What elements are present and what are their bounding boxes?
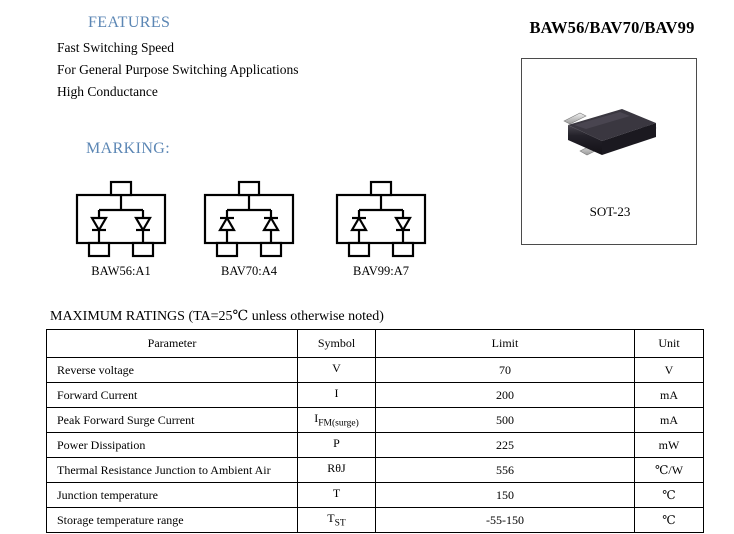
- features-list: Fast Switching Speed For General Purpose…: [57, 37, 457, 103]
- cell-unit: V: [634, 357, 704, 383]
- diode-schematic-icon: [203, 180, 295, 258]
- part-number-title: BAW56/BAV70/BAV99: [529, 18, 695, 37]
- marking-diagram-bav70: BAV70:A4: [185, 178, 313, 283]
- table-row: Junction temperature T 150 ℃: [46, 482, 704, 508]
- cell-limit: 225: [375, 432, 635, 458]
- cell-symbol: V: [297, 357, 376, 383]
- table-row: Forward Current I 200 mA: [46, 382, 704, 408]
- features-heading: FEATURES: [88, 14, 171, 31]
- cell-symbol: P: [297, 432, 376, 458]
- cell-parameter: Peak Forward Surge Current: [46, 407, 298, 433]
- table-row: Peak Forward Surge Current IFM(surge) 50…: [46, 407, 704, 433]
- marking-diagram-bav99: BAV99:A7: [317, 178, 445, 283]
- cell-symbol: TST: [297, 507, 376, 533]
- symbol-base: I: [334, 386, 339, 401]
- table-row: Reverse voltage V 70 V: [46, 357, 704, 383]
- diode-schematic-icon: [75, 180, 167, 258]
- marking-label: BAV70:A4: [220, 264, 278, 278]
- maximum-ratings-caption: MAXIMUM RATINGS (TA=25℃ unless otherwise…: [50, 309, 384, 324]
- maximum-ratings-table: Parameter Symbol Limit Unit Reverse volt…: [46, 329, 704, 533]
- cell-parameter: Power Dissipation: [46, 432, 298, 458]
- symbol-base: V: [332, 361, 341, 376]
- feature-item: High Conductance: [57, 84, 158, 99]
- cell-limit: 70: [375, 357, 635, 383]
- column-header-unit: Unit: [634, 329, 704, 358]
- marking-label: BAV99:A7: [352, 264, 410, 278]
- marking-diagram-baw56: BAW56:A1: [57, 178, 185, 283]
- package-illustration-box: SOT-23: [521, 58, 697, 245]
- cell-unit: ℃/W: [634, 457, 704, 483]
- table-header-row: Parameter Symbol Limit Unit: [46, 329, 704, 358]
- marking-diagram-row: BAW56:A1: [57, 178, 457, 283]
- cell-unit: mA: [634, 407, 704, 433]
- table-row: Thermal Resistance Junction to Ambient A…: [46, 457, 704, 483]
- table-row: Storage temperature range TST -55-150 ℃: [46, 507, 704, 533]
- marking-heading: MARKING:: [86, 140, 171, 157]
- cell-symbol: I: [297, 382, 376, 408]
- package-caption: SOT-23: [589, 204, 631, 219]
- symbol-base: I: [314, 411, 319, 426]
- symbol-base: T: [327, 511, 335, 526]
- marking-label: BAW56:A1: [91, 264, 151, 278]
- column-header-parameter: Parameter: [46, 329, 298, 358]
- cell-symbol: RθJ: [297, 457, 376, 483]
- column-header-limit: Limit: [375, 329, 635, 358]
- cell-parameter: Thermal Resistance Junction to Ambient A…: [46, 457, 298, 483]
- symbol-subscript: FM(surge): [318, 418, 359, 429]
- feature-item: For General Purpose Switching Applicatio…: [57, 62, 299, 77]
- cell-symbol: IFM(surge): [297, 407, 376, 433]
- diode-schematic-icon: [335, 180, 427, 258]
- cell-limit: 150: [375, 482, 635, 508]
- cell-parameter: Forward Current: [46, 382, 298, 408]
- symbol-base: RθJ: [327, 461, 346, 476]
- cell-parameter: Reverse voltage: [46, 357, 298, 383]
- sot23-package-icon: [563, 109, 657, 156]
- cell-limit: 200: [375, 382, 635, 408]
- table-row: Power Dissipation P 225 mW: [46, 432, 704, 458]
- symbol-base: P: [333, 436, 340, 451]
- cell-limit: -55-150: [375, 507, 635, 533]
- cell-limit: 500: [375, 407, 635, 433]
- cell-limit: 556: [375, 457, 635, 483]
- cell-unit: ℃: [634, 507, 704, 533]
- cell-parameter: Junction temperature: [46, 482, 298, 508]
- symbol-base: T: [332, 486, 341, 501]
- symbol-subscript: ST: [334, 518, 346, 529]
- feature-item: Fast Switching Speed: [57, 40, 174, 55]
- cell-symbol: T: [297, 482, 376, 508]
- cell-unit: mW: [634, 432, 704, 458]
- cell-parameter: Storage temperature range: [46, 507, 298, 533]
- table-body: Parameter Symbol Limit Unit Reverse volt…: [46, 329, 704, 533]
- cell-unit: mA: [634, 382, 704, 408]
- cell-unit: ℃: [634, 482, 704, 508]
- column-header-symbol: Symbol: [297, 329, 376, 358]
